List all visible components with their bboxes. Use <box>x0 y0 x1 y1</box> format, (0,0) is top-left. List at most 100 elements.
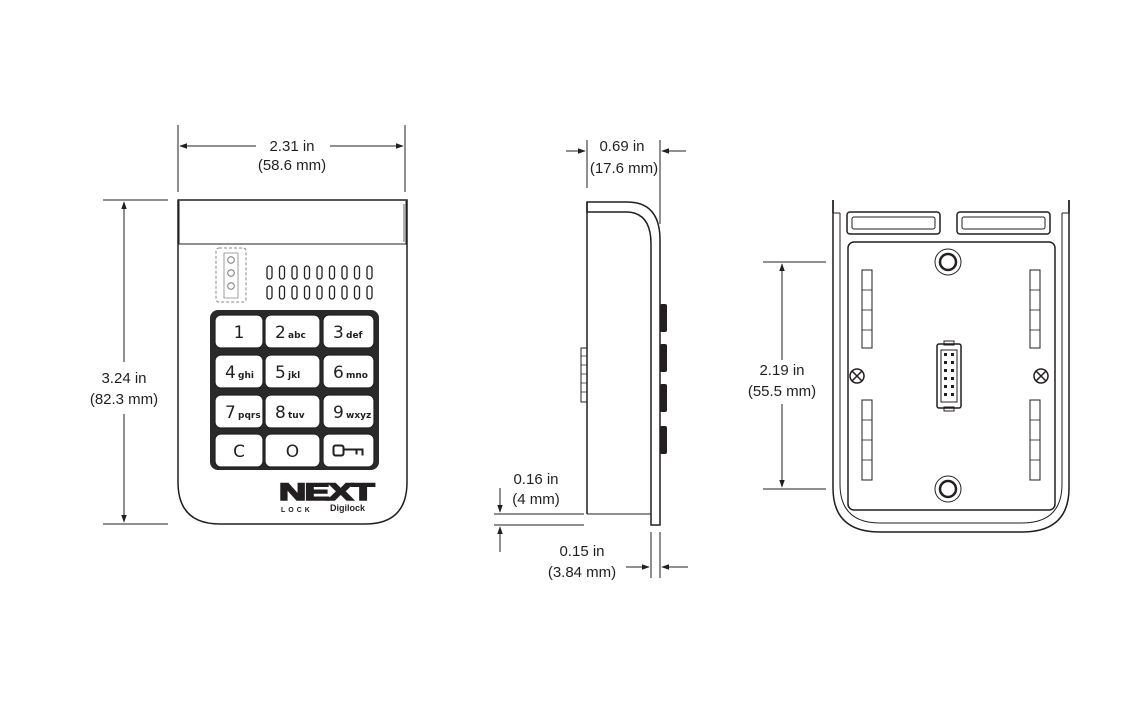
mounting-slot-right <box>956 211 1051 235</box>
connector-pin <box>944 361 947 364</box>
connector-pin <box>944 369 947 372</box>
keypad-key[interactable]: C <box>214 433 264 468</box>
side-key-profile <box>660 384 667 412</box>
speaker-slot <box>303 285 311 300</box>
speaker-slot <box>303 265 311 280</box>
front-top-cap <box>178 201 407 245</box>
back-view: 2.19 in (55.5 mm) <box>748 200 1070 533</box>
back-shell-inner <box>839 213 1063 524</box>
side-key-profile <box>660 344 667 372</box>
side-key-profile <box>660 426 667 454</box>
side-bottom-mm: (3.84 mm) <box>548 564 616 581</box>
logo-digilock: Digilock <box>330 503 366 513</box>
key-letters: def <box>346 331 363 341</box>
side-base-mm: (4 mm) <box>512 491 560 508</box>
speaker-slot <box>316 285 323 300</box>
speaker-slot <box>328 265 336 280</box>
connector-pin <box>951 369 954 372</box>
back-hole-inches: 2.19 in <box>759 362 804 379</box>
speaker-slot <box>366 265 373 280</box>
side-connector <box>580 347 588 403</box>
side-bottom-inches: 0.15 in <box>559 543 604 560</box>
keypad-key[interactable] <box>322 433 375 468</box>
logo-next: NEXT <box>279 479 375 506</box>
speaker-slot <box>266 285 273 300</box>
connector-pin <box>944 385 947 388</box>
logo-lock: LOCK <box>281 507 313 514</box>
speaker-slot <box>316 265 323 280</box>
side-base-inches: 0.16 in <box>513 471 558 488</box>
key-letters: jkl <box>287 371 300 381</box>
key-digit: 6 <box>333 363 344 383</box>
front-body-outline <box>177 199 408 525</box>
side-depth-mm: (17.6 mm) <box>590 160 658 177</box>
key-digit: 2 <box>275 323 286 343</box>
speaker-slot <box>328 285 336 300</box>
speaker-slot <box>266 265 273 280</box>
keypad-frame <box>210 310 379 470</box>
key-letters: ghi <box>238 371 254 381</box>
front-width-inches: 2.31 in <box>269 138 314 155</box>
mounting-hole-bottom <box>934 475 962 503</box>
connector-pin <box>944 393 947 396</box>
speaker-slot <box>291 285 298 300</box>
connector-pin <box>951 377 954 380</box>
key-digit: 3 <box>333 323 344 343</box>
speaker-grille <box>266 265 373 300</box>
back-hole-mm: (55.5 mm) <box>748 383 816 400</box>
key-digit: 8 <box>275 403 286 423</box>
key-digit: 9 <box>333 403 344 423</box>
led-icon <box>227 282 235 290</box>
led-indicator-window <box>215 247 247 303</box>
mounting-hole-top <box>934 248 962 276</box>
connector-pin <box>944 353 947 356</box>
back-rail-right-top <box>1029 269 1041 349</box>
keypad-key[interactable]: O <box>264 433 321 468</box>
back-shell-outline <box>832 200 1070 533</box>
brand-logo: NEXT LOCK Digilock <box>278 478 377 514</box>
speaker-slot <box>353 285 361 300</box>
connector-pin <box>951 361 954 364</box>
connector-pin <box>951 385 954 388</box>
back-rail-left-bottom <box>861 399 873 481</box>
screw-icon <box>1033 368 1049 384</box>
connector-pin <box>944 377 947 380</box>
speaker-slot <box>341 285 348 300</box>
speaker-slot <box>278 285 286 300</box>
key-digit: O <box>286 442 299 462</box>
key-digit: C <box>233 442 245 462</box>
speaker-slot <box>341 265 348 280</box>
speaker-slot <box>366 285 373 300</box>
keypad-key[interactable]: 1 <box>214 314 264 349</box>
back-plate <box>847 241 1056 511</box>
key-icon <box>332 444 364 457</box>
back-rail-right-bottom <box>1029 399 1041 481</box>
key-letters: tuv <box>288 411 305 421</box>
led-icon <box>227 269 235 277</box>
side-profile-shell <box>586 201 661 526</box>
led-icon <box>227 256 235 264</box>
side-key-profile <box>660 304 667 332</box>
back-connector <box>936 340 962 412</box>
key-digit: 1 <box>234 323 245 343</box>
speaker-slot <box>353 265 361 280</box>
connector-pin <box>951 353 954 356</box>
speaker-slot <box>278 265 286 280</box>
screw-icon <box>849 368 865 384</box>
speaker-slot <box>291 265 298 280</box>
key-letters: pqrs <box>238 411 261 421</box>
key-letters: mno <box>346 371 368 381</box>
key-letters: abc <box>288 331 306 341</box>
connector-pin <box>951 393 954 396</box>
